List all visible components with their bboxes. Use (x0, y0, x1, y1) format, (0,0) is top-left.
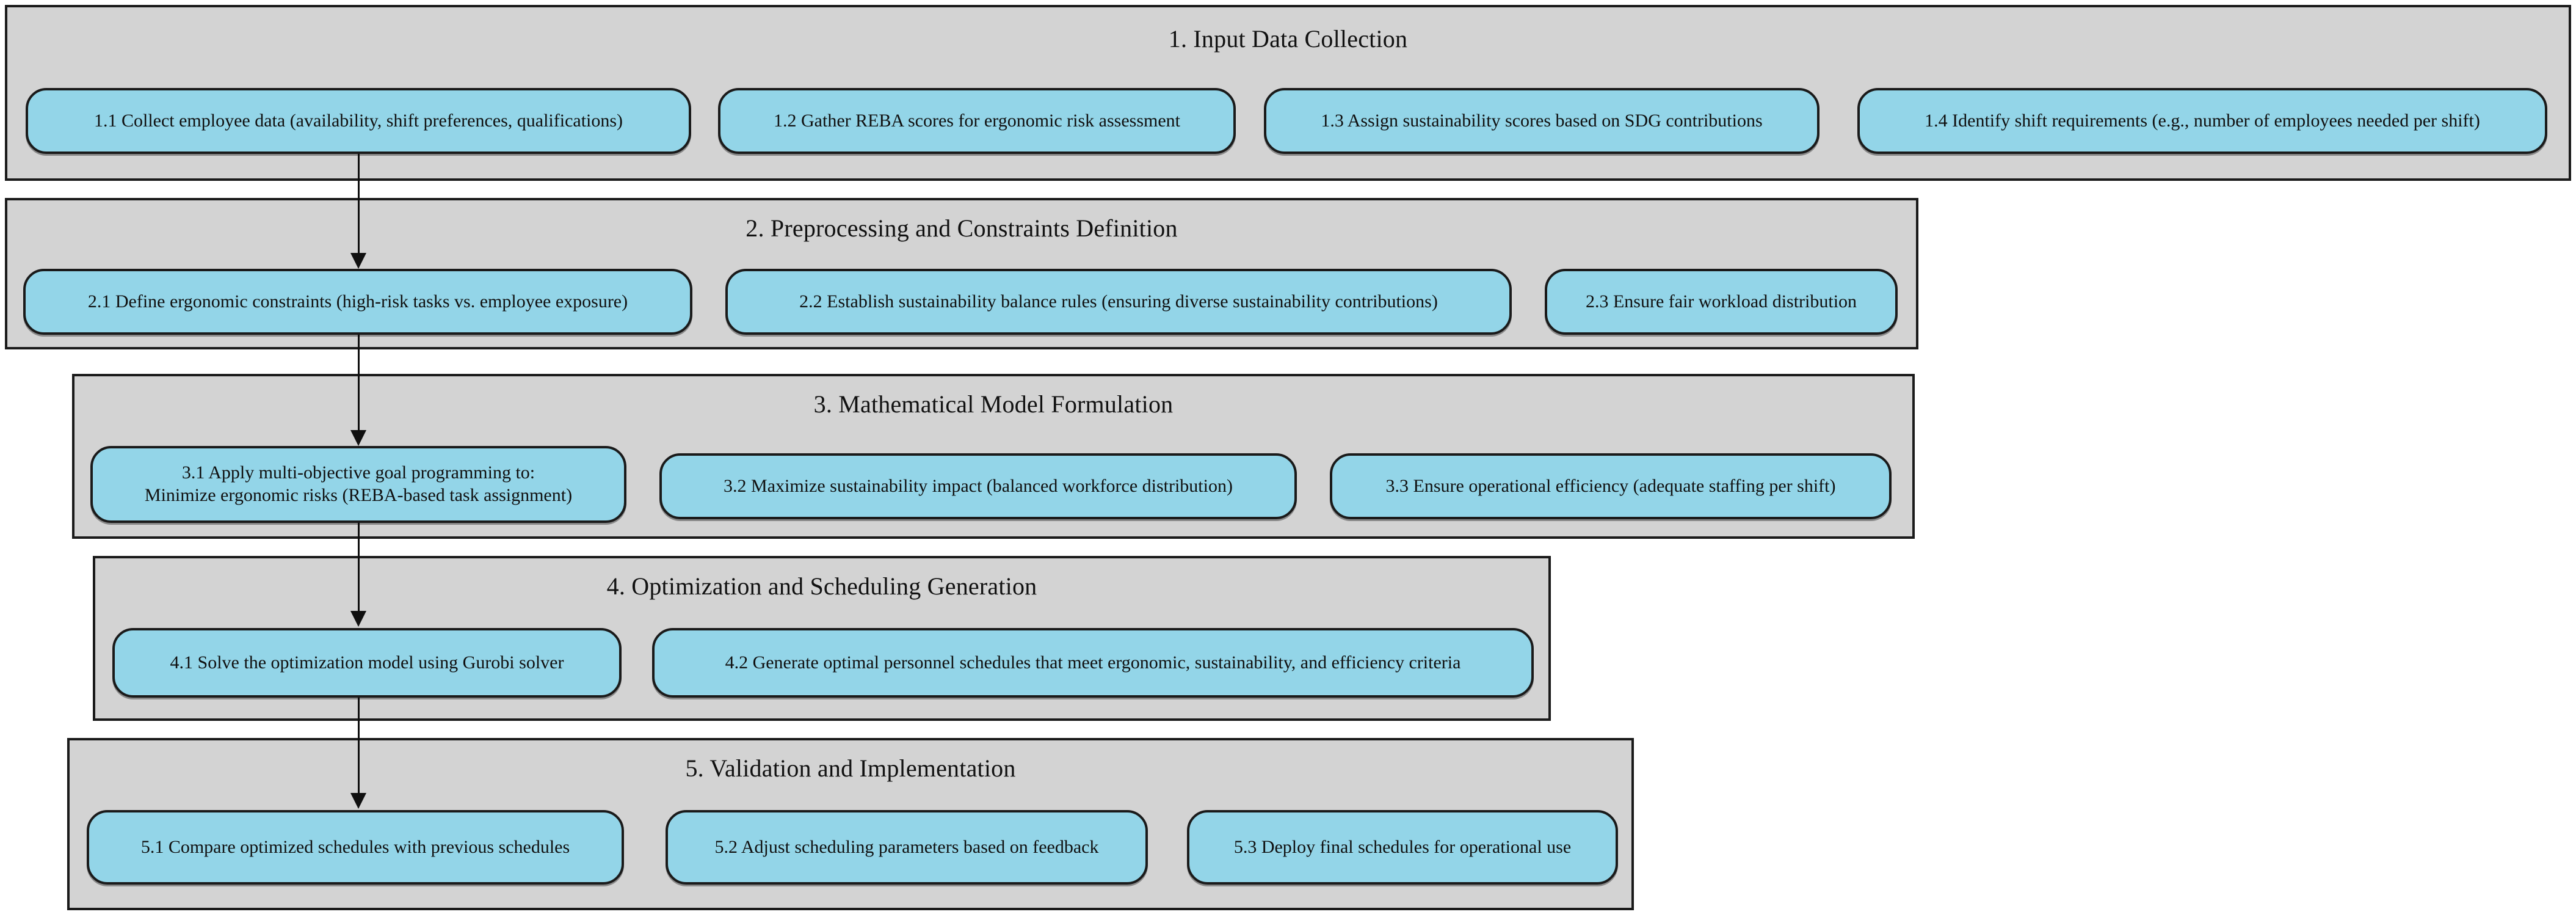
node-1-4-label: 1.4 Identify shift requirements (e.g., n… (1925, 110, 2480, 131)
node-2-3[interactable]: 2.3 Ensure fair workload distribution (1545, 269, 1898, 335)
node-4-1[interactable]: 4.1 Solve the optimization model using G… (112, 628, 622, 698)
node-4-2-label: 4.2 Generate optimal personnel schedules… (725, 652, 1461, 673)
node-2-2[interactable]: 2.2 Establish sustainability balance rul… (725, 269, 1512, 335)
edge-4-1-to-5-1-arrowhead (350, 793, 366, 809)
node-5-2[interactable]: 5.2 Adjust scheduling parameters based o… (666, 810, 1148, 885)
edge-2-1-to-3-1-arrowhead (350, 430, 366, 446)
node-3-1-label-line-1: 3.1 Apply multi-objective goal programmi… (181, 462, 535, 483)
node-2-1-label: 2.1 Define ergonomic constraints (high-r… (87, 291, 628, 312)
cluster-5-title: 5. Validation and Implementation (685, 754, 1016, 782)
node-5-1-label: 5.1 Compare optimized schedules with pre… (140, 836, 570, 857)
node-3-1[interactable]: 3.1 Apply multi-objective goal programmi… (90, 446, 626, 523)
edge-3-1-to-4-1-arrowhead (350, 611, 366, 627)
cluster-3-title: 3. Mathematical Model Formulation (813, 390, 1174, 418)
node-4-1-label: 4.1 Solve the optimization model using G… (170, 652, 564, 673)
edge-2-1-to-3-1-line (358, 335, 360, 437)
node-2-2-label: 2.2 Establish sustainability balance rul… (799, 291, 1438, 312)
cluster-2-title: 2. Preprocessing and Constraints Definit… (746, 214, 1178, 242)
node-1-2[interactable]: 1.2 Gather REBA scores for ergonomic ris… (718, 88, 1236, 154)
edge-3-1-to-4-1-line (358, 523, 360, 613)
cluster-1-title: 1. Input Data Collection (1168, 25, 1408, 53)
node-3-2-label: 3.2 Maximize sustainability impact (bala… (724, 475, 1233, 496)
cluster-4-title: 4. Optimization and Scheduling Generatio… (606, 572, 1037, 600)
node-1-1-label: 1.1 Collect employee data (availability,… (93, 110, 623, 131)
node-1-1[interactable]: 1.1 Collect employee data (availability,… (26, 88, 691, 154)
edge-1-1-to-2-1-arrowhead (350, 253, 366, 269)
node-4-2[interactable]: 4.2 Generate optimal personnel schedules… (652, 628, 1534, 698)
node-1-4[interactable]: 1.4 Identify shift requirements (e.g., n… (1857, 88, 2547, 154)
edge-1-1-to-2-1-line (358, 154, 360, 260)
node-5-2-label: 5.2 Adjust scheduling parameters based o… (714, 836, 1099, 857)
node-1-3[interactable]: 1.3 Assign sustainability scores based o… (1264, 88, 1820, 154)
node-5-3-label: 5.3 Deploy final schedules for operation… (1233, 836, 1572, 857)
node-5-3[interactable]: 5.3 Deploy final schedules for operation… (1187, 810, 1618, 885)
node-3-1-label-line-2: Minimize ergonomic risks (REBA-based tas… (144, 485, 573, 505)
node-1-2-label: 1.2 Gather REBA scores for ergonomic ris… (774, 110, 1180, 131)
node-2-3-label: 2.3 Ensure fair workload distribution (1585, 291, 1857, 312)
node-1-3-label: 1.3 Assign sustainability scores based o… (1321, 110, 1763, 131)
node-3-2[interactable]: 3.2 Maximize sustainability impact (bala… (659, 453, 1297, 519)
node-2-1[interactable]: 2.1 Define ergonomic constraints (high-r… (23, 269, 692, 335)
node-3-3[interactable]: 3.3 Ensure operational efficiency (adequ… (1330, 453, 1892, 519)
node-3-3-label: 3.3 Ensure operational efficiency (adequ… (1385, 475, 1836, 496)
node-5-1[interactable]: 5.1 Compare optimized schedules with pre… (87, 810, 624, 885)
edge-4-1-to-5-1-line (358, 698, 360, 795)
